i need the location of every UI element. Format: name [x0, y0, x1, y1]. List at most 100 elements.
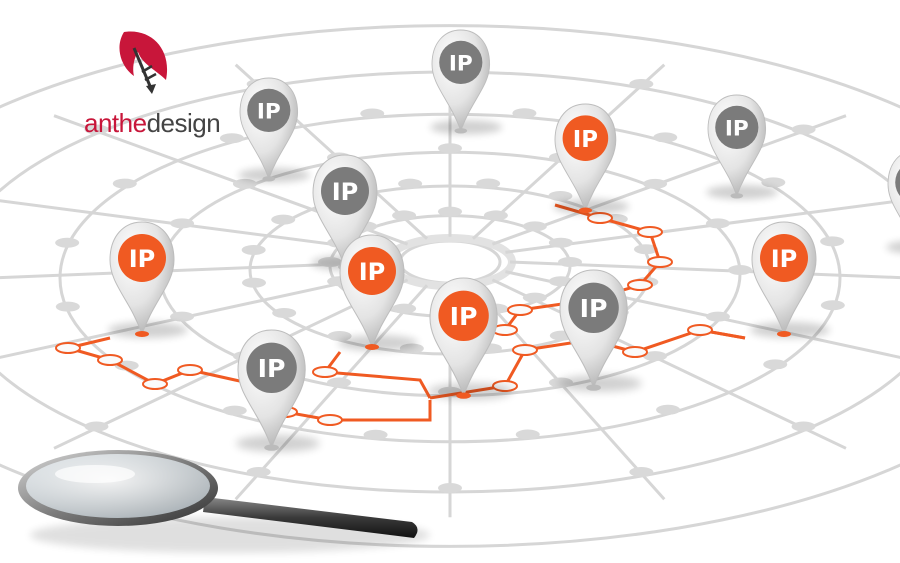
logo-wordmark: anthedesign	[84, 108, 221, 139]
pin-disc	[348, 247, 396, 295]
pin-ip-label: IP	[450, 302, 478, 331]
pin-ip-label: IP	[332, 178, 359, 206]
pin-disc	[568, 282, 619, 333]
pin-disc	[321, 167, 369, 215]
network-ring	[0, 24, 900, 548]
route-node	[317, 414, 343, 426]
network-ring	[398, 239, 502, 285]
pin-disc	[246, 342, 297, 393]
pin-disc	[715, 105, 759, 149]
network-node	[271, 214, 296, 225]
network-node	[84, 421, 109, 432]
pin-ip-label: IP	[257, 100, 281, 125]
route-node	[142, 378, 168, 390]
pin-top-center: IP	[430, 29, 503, 135]
network-spoke	[0, 199, 395, 254]
network-node	[820, 300, 845, 311]
network-node	[112, 178, 137, 189]
pin-tip	[365, 344, 379, 350]
pin-disc	[562, 115, 609, 161]
pin-shadow	[706, 185, 779, 200]
network-node	[705, 218, 730, 229]
network-node	[522, 221, 547, 232]
pin-disc	[247, 88, 291, 132]
pin-center-orange: IP	[338, 234, 418, 351]
network-spoke	[471, 284, 666, 501]
route-node	[55, 342, 81, 354]
network-node	[791, 124, 816, 135]
network-node	[483, 210, 508, 221]
pin-tip	[264, 444, 279, 451]
network-spoke	[53, 278, 409, 450]
pin-top-left: IP	[238, 77, 311, 183]
pin-upper-orange: IP	[553, 103, 630, 215]
network-node	[232, 178, 257, 189]
network-node	[643, 351, 668, 362]
network-node	[791, 421, 816, 432]
network-node	[438, 483, 462, 493]
pin-ip-label: IP	[573, 127, 598, 153]
pin-right-orange: IP	[750, 221, 830, 338]
network-node	[242, 277, 267, 288]
route-node	[622, 346, 648, 358]
pin-disc	[439, 40, 483, 84]
pin-ip-label: IP	[359, 258, 386, 286]
network-node	[515, 429, 540, 440]
pin-ip-label: IP	[771, 245, 798, 273]
pin-ip-label: IP	[129, 245, 156, 273]
pin-shadow	[108, 322, 188, 338]
pin-disc	[118, 234, 166, 282]
network-node	[629, 467, 654, 478]
pin-tip	[586, 384, 601, 391]
network-node	[705, 311, 730, 322]
network-node	[398, 178, 423, 189]
network-node	[476, 178, 501, 189]
route-segment	[322, 351, 432, 399]
network-node	[438, 143, 462, 154]
pin-shadow	[750, 322, 830, 338]
route-node	[647, 256, 673, 268]
network-node	[241, 244, 266, 255]
network-spoke	[0, 270, 395, 359]
network-node	[327, 377, 352, 388]
network-node	[363, 429, 388, 440]
pin-disc	[895, 168, 900, 196]
network-node	[656, 404, 681, 415]
network-node	[653, 132, 678, 143]
route-node	[512, 344, 538, 356]
network-node	[360, 108, 385, 119]
network-node	[170, 311, 195, 322]
network-node	[272, 307, 297, 318]
pin-left-orange: IP	[108, 221, 188, 338]
pin-body	[887, 155, 900, 218]
network-node	[246, 467, 271, 478]
network-node	[820, 236, 845, 247]
pin-left-mid-grey: IP	[311, 154, 391, 271]
pin-far-right: IP	[886, 155, 900, 253]
anthe-design-logo: anthedesign	[84, 28, 224, 138]
route-node	[312, 366, 338, 378]
network-node	[512, 108, 537, 119]
pin-shadow	[557, 375, 642, 392]
pin-front-left-grey: IP	[235, 329, 320, 452]
pin-ip-label: IP	[725, 117, 749, 142]
pin-tip	[454, 128, 468, 134]
route-node	[507, 304, 533, 316]
pin-ip-label: IP	[580, 294, 608, 323]
network-node	[55, 301, 80, 312]
pin-shadow	[553, 199, 630, 215]
pin-tip	[730, 193, 744, 199]
pin-shadow	[430, 120, 503, 135]
network-node	[763, 359, 788, 370]
route-node	[637, 226, 663, 238]
network-node	[522, 292, 547, 303]
network-node	[629, 78, 654, 89]
network-node	[392, 210, 417, 221]
pin-shadow	[235, 435, 320, 452]
pin-ip-label: IP	[449, 52, 473, 77]
network-node	[55, 237, 80, 248]
network-spoke	[491, 114, 847, 246]
network-node	[84, 124, 109, 135]
pin-front-grey: IP	[557, 269, 642, 392]
